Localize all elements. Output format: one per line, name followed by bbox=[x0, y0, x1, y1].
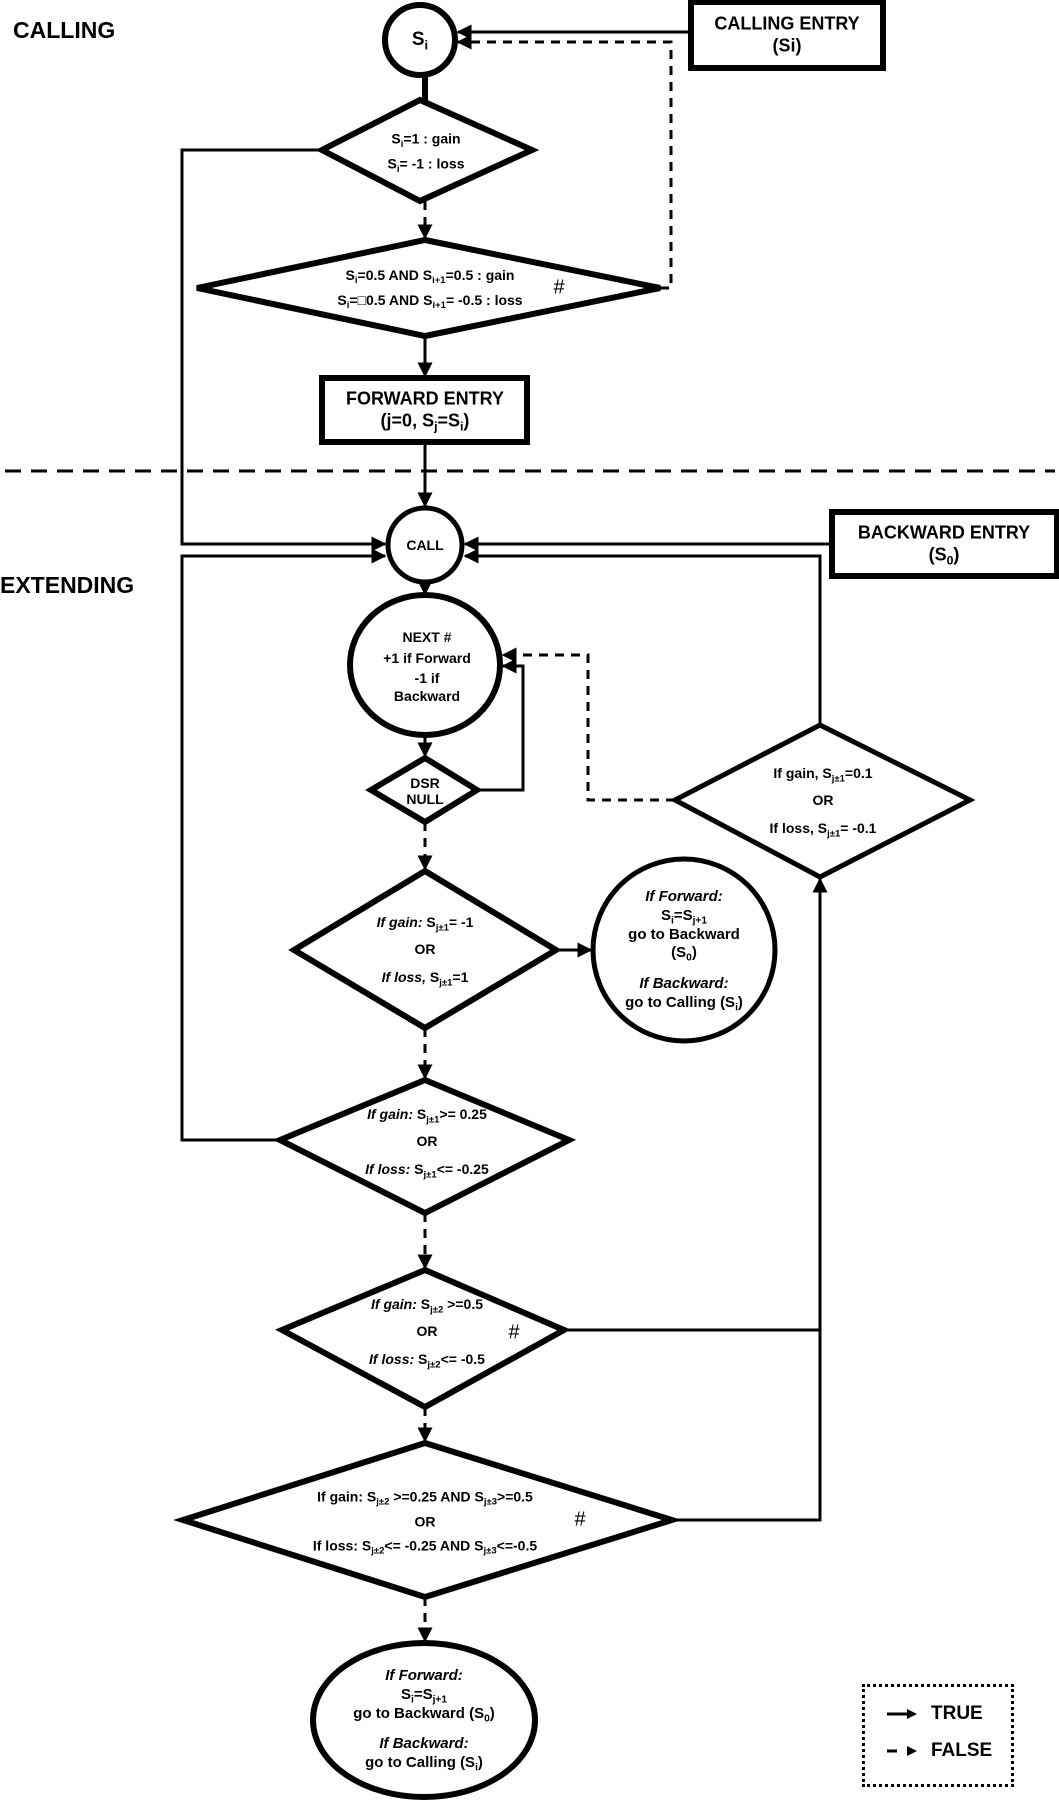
backward-entry-subtitle: (S0) bbox=[928, 544, 960, 568]
false-connectors bbox=[417, 34, 675, 1643]
end-right-forward-heading: If Forward: bbox=[645, 887, 723, 905]
si-node-label: S bbox=[411, 29, 425, 51]
true-connectors bbox=[180, 24, 832, 1522]
si-node: Si bbox=[412, 29, 428, 51]
si-node-sub: i bbox=[424, 37, 429, 53]
null-label: NULL bbox=[406, 791, 444, 807]
decision-2: Si=0.5 AND Si+1=0.5 : gain Si=□0.5 AND S… bbox=[337, 263, 522, 313]
decision-4-loss: If loss: Sj±1<= -0.25 bbox=[365, 1160, 489, 1180]
solid-arrow-icon bbox=[887, 1709, 917, 1719]
decision-small-or: OR bbox=[812, 792, 834, 809]
decision-5-hash-mark: # bbox=[508, 1321, 520, 1344]
decision-6: If gain: Sj±2 >=0.25 AND Sj±3>=0.5 OR If… bbox=[313, 1484, 537, 1558]
end-bottom-assign: Si=Sj+1 bbox=[400, 1685, 448, 1706]
end-right-assign: Si=Sj+1 bbox=[660, 906, 708, 927]
decision-4-gain: If gain: Sj±1>= 0.25 bbox=[367, 1106, 487, 1126]
decision-3-or: OR bbox=[414, 941, 436, 958]
decision-4-or: OR bbox=[416, 1133, 438, 1150]
end-right-shape bbox=[590, 856, 778, 1044]
decision-3-gain: If gain: Sj±1= -1 bbox=[376, 914, 474, 934]
decision-3-loss: If loss, Sj±1=1 bbox=[381, 968, 469, 988]
decision-6-or: OR bbox=[414, 1512, 436, 1529]
next-backward-rule-2: Backward bbox=[393, 687, 461, 704]
end-bottom-shape bbox=[310, 1640, 538, 1800]
decision-5-or: OR bbox=[416, 1323, 438, 1340]
decision-5-loss: If loss: Sj±2<= -0.5 bbox=[369, 1350, 485, 1370]
legend-true-row: TRUE bbox=[887, 1703, 983, 1725]
backward-entry-box: BACKWARD ENTRY (S0) bbox=[857, 522, 1031, 568]
legend-false-label: FALSE bbox=[931, 1740, 993, 1761]
end-node-right: If Forward: Si=Sj+1 go to Backward (S0) … bbox=[625, 888, 743, 1013]
decision-2-loss: Si=□0.5 AND Si+1= -0.5 : loss bbox=[337, 292, 523, 312]
call-node: CALL bbox=[406, 536, 444, 553]
decision-1-gain: Si=1 : gain bbox=[391, 130, 461, 150]
end-bottom-go-backward: go to Backward (S0) bbox=[353, 1704, 495, 1725]
decision-6-loss: If loss: Sj±2<= -0.25 AND Sj±3<=-0.5 bbox=[312, 1537, 538, 1557]
end-bottom-backward-heading: If Backward: bbox=[379, 1735, 469, 1753]
end-right-go-calling: go to Calling (Si) bbox=[625, 993, 743, 1014]
next-forward-rule: +1 if Forward bbox=[383, 650, 471, 667]
calling-entry-subtitle: (Si) bbox=[772, 35, 802, 55]
end-right-s0: (S0) bbox=[671, 944, 697, 964]
calling-entry-title: CALLING ENTRY bbox=[714, 13, 860, 34]
decision-1-shape bbox=[315, 96, 540, 205]
decision-1: Si=1 : gain Si= -1 : loss bbox=[388, 127, 465, 176]
next-node: NEXT # +1 if Forward -1 if Backward bbox=[383, 627, 471, 703]
calling-entry-shape bbox=[688, 0, 886, 71]
decision-6-gain: If gain: Sj±2 >=0.25 AND Sj±3>=0.5 bbox=[317, 1488, 533, 1508]
backward-entry-title: BACKWARD ENTRY bbox=[857, 522, 1031, 543]
decision-4: If gain: Sj±1>= 0.25 OR If loss: Sj±1<= … bbox=[365, 1101, 489, 1183]
decision-small: If gain, Sj±1=0.1 OR If loss, Sj±1= -0.1 bbox=[770, 760, 877, 842]
legend-false-row: FALSE bbox=[887, 1740, 992, 1762]
forward-entry-box: FORWARD ENTRY (j=0, Sj=Si) bbox=[345, 388, 505, 434]
calling-entry-box: CALLING ENTRY (Si) bbox=[714, 13, 859, 56]
decision-small-shape bbox=[669, 722, 976, 880]
decision-6-hash-mark: # bbox=[574, 1508, 586, 1531]
decision-3: If gain: Sj±1= -1 OR If loss, Sj±1=1 bbox=[377, 909, 474, 991]
end-right-go-backward: go to Backward bbox=[628, 925, 740, 943]
decision-5-gain: If gain: Sj±2 >=0.5 bbox=[371, 1296, 483, 1316]
decision-1-loss: Si= -1 : loss bbox=[387, 155, 465, 175]
section-label-extending: EXTENDING bbox=[0, 572, 135, 598]
end-right-backward-heading: If Backward: bbox=[639, 974, 729, 992]
forward-entry-title: FORWARD ENTRY bbox=[345, 388, 505, 409]
dashed-arrow-icon bbox=[887, 1746, 917, 1756]
legend-true-label: TRUE bbox=[931, 1703, 983, 1724]
decision-2-gain: Si=0.5 AND Si+1=0.5 : gain bbox=[345, 266, 515, 287]
section-label-calling: CALLING bbox=[13, 17, 116, 43]
next-title: NEXT # bbox=[402, 629, 452, 646]
decision-small-loss: If loss, Sj±1= -0.1 bbox=[769, 819, 877, 839]
forward-entry-subtitle: (j=0, Sj=Si) bbox=[380, 410, 470, 434]
next-backward-rule-1: -1 if bbox=[414, 670, 440, 687]
end-bottom-go-calling: go to Calling (Si) bbox=[365, 1754, 483, 1774]
end-bottom-forward-heading: If Forward: bbox=[385, 1667, 463, 1685]
legend: TRUE FALSE bbox=[862, 1684, 1014, 1787]
decision-small-gain: If gain, Sj±1=0.1 bbox=[773, 765, 873, 785]
dsr-null-node: DSR NULL bbox=[406, 775, 443, 807]
decision-5: If gain: Sj±2 >=0.5 OR If loss: Sj±2<= -… bbox=[369, 1291, 485, 1373]
decision-2-hash-mark: # bbox=[553, 276, 565, 299]
si-node-shape bbox=[382, 2, 458, 78]
dsr-label: DSR bbox=[410, 774, 440, 791]
end-node-bottom: If Forward: Si=Sj+1 go to Backward (S0) … bbox=[353, 1667, 495, 1773]
